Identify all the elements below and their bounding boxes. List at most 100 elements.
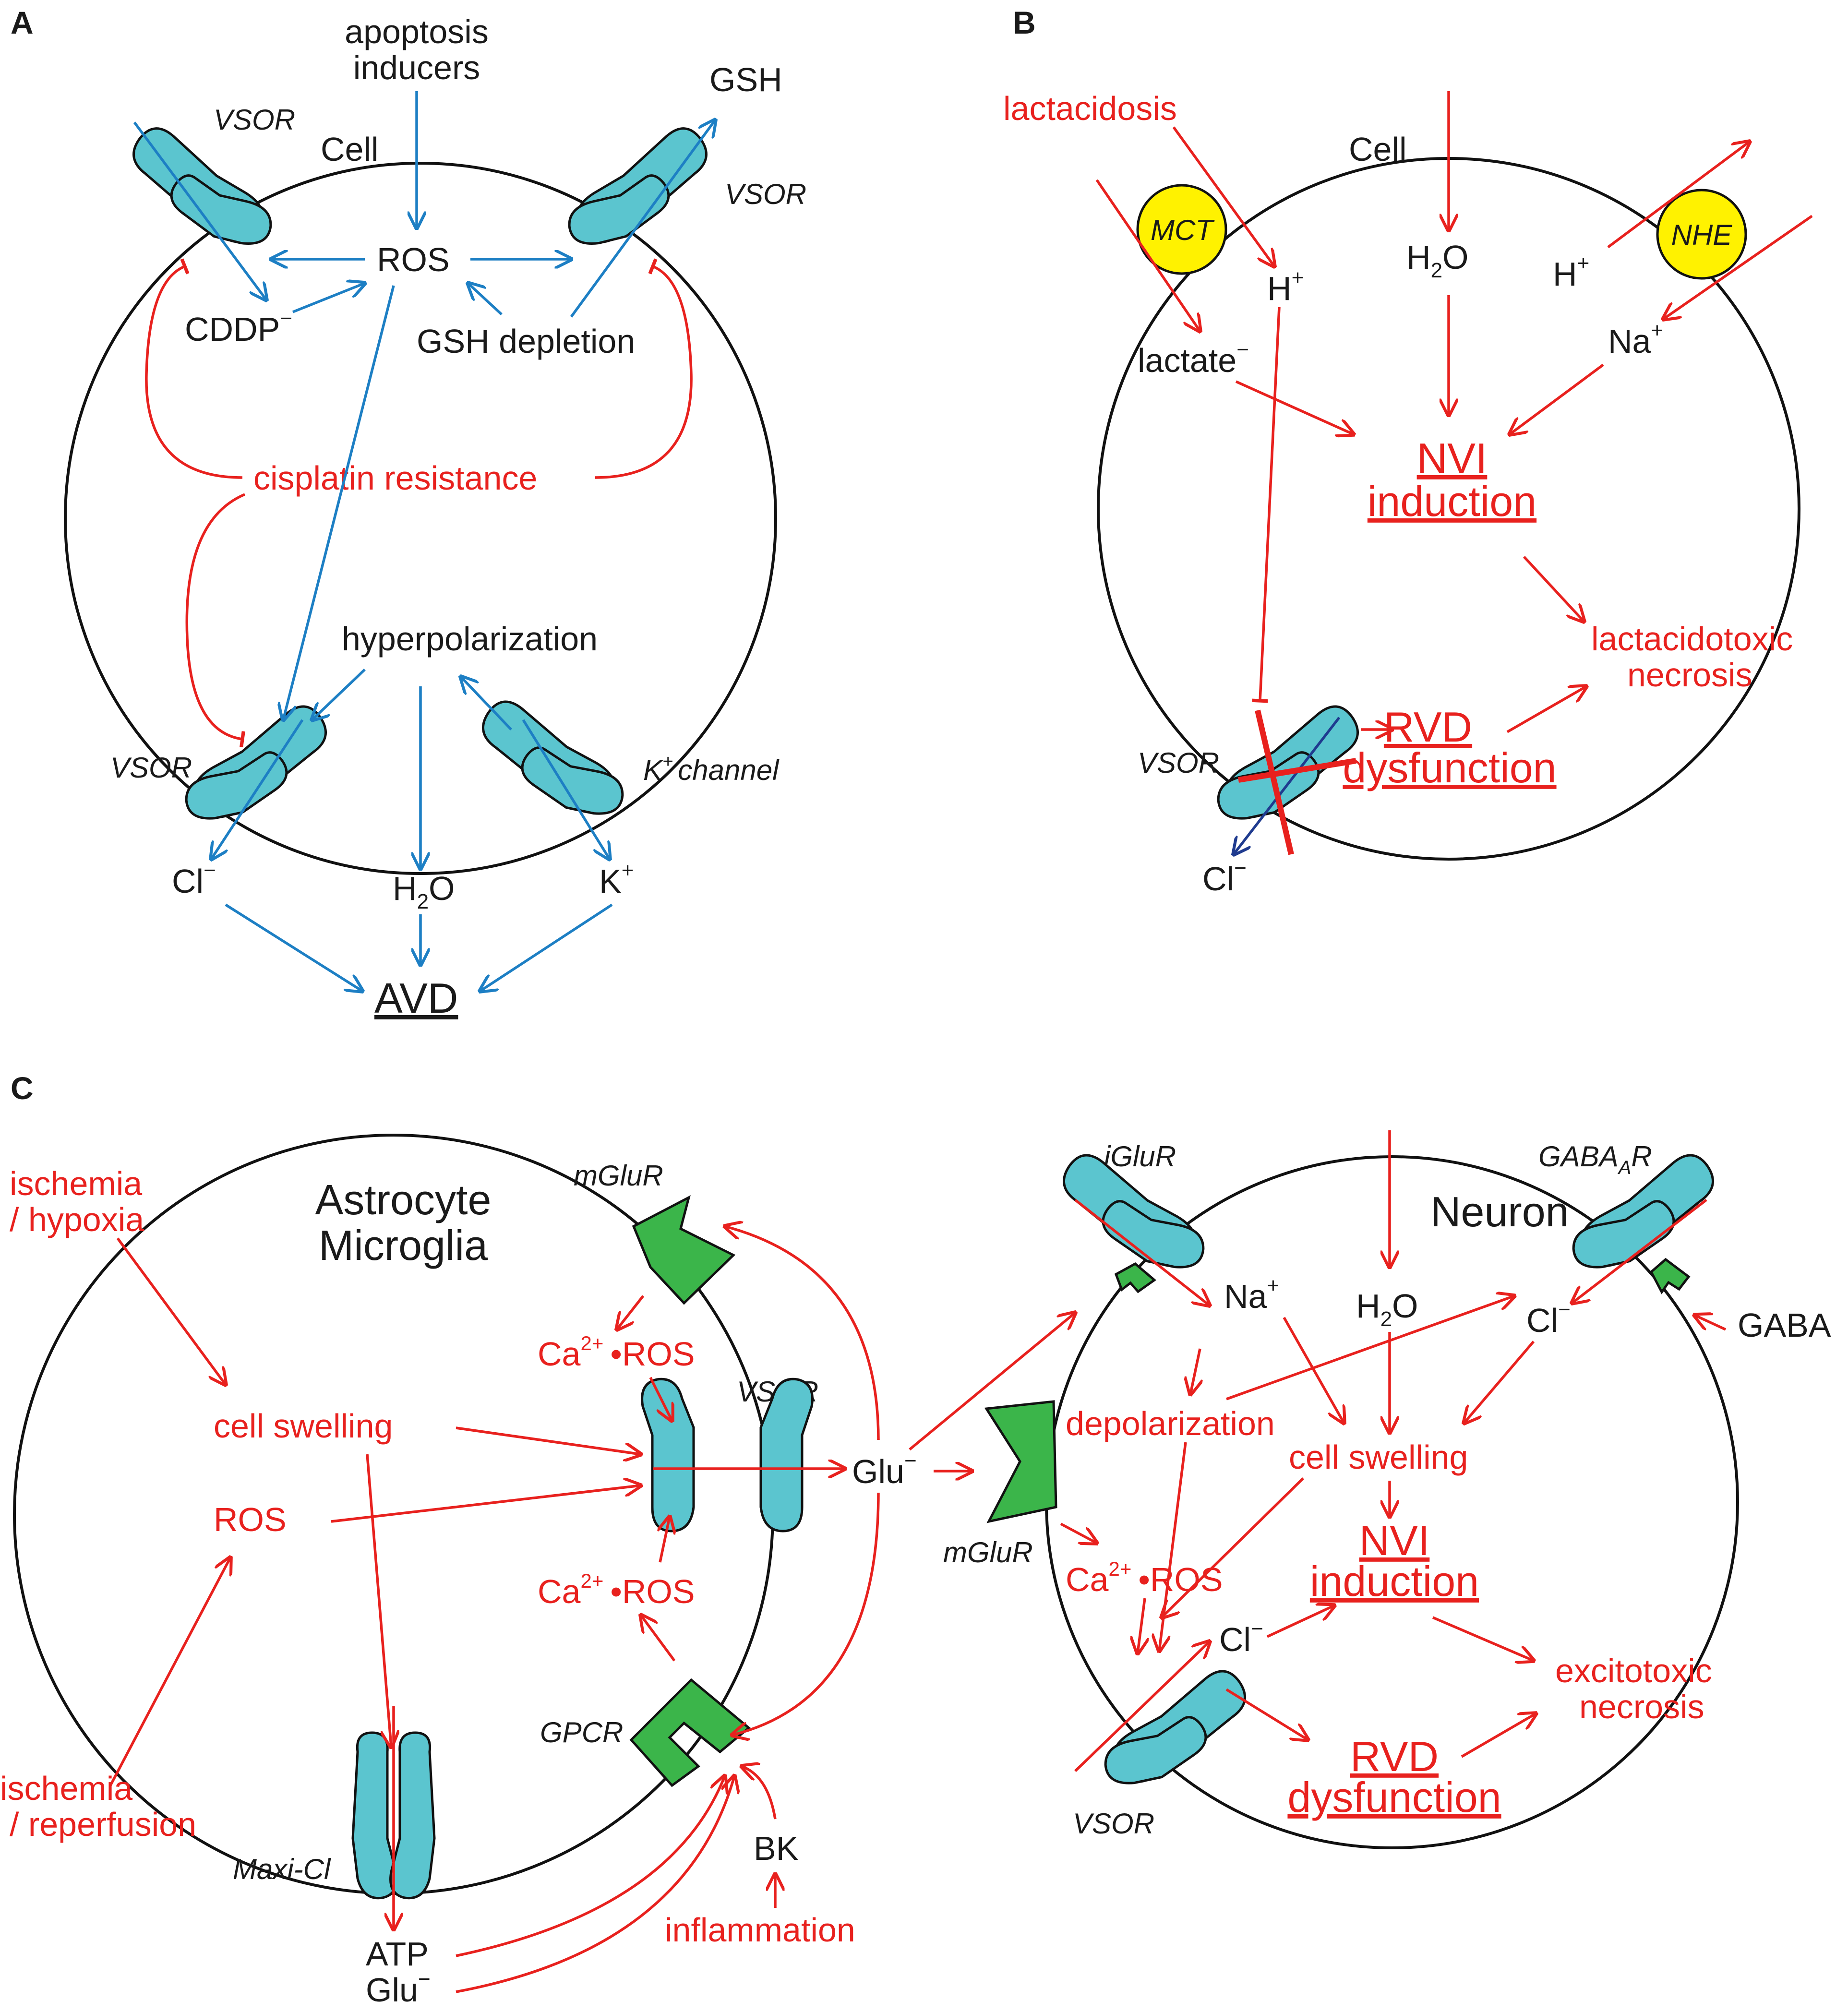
panel-a-gsh-label: GSH	[709, 61, 782, 98]
panel-b-arrow-rvd-necrosis	[1506, 686, 1586, 733]
panel-b-arrow-lactacidosis-h	[1172, 126, 1274, 266]
panel-b-mct-label: MCT	[1151, 214, 1215, 246]
panel-c-depolarization-label: depolarization	[1066, 1405, 1275, 1442]
panel-c-iglur-binding-site	[1114, 1262, 1157, 1293]
panel-a-arrow-hyperpol-vsor	[312, 669, 366, 720]
panel-c-cell-swelling-neuron: cell swelling	[1289, 1438, 1468, 1476]
panel-a-cell-membrane	[64, 162, 777, 875]
panel-a-cell-label: Cell	[321, 131, 379, 168]
panel-c-iglur-label: iGluR	[1104, 1140, 1176, 1173]
panel-a-inhibit-vsor-bottom-left	[185, 493, 246, 747]
panel-b-nvi-line2: induction	[1368, 478, 1536, 525]
panel-a-vsor-label-top-left: VSOR	[214, 104, 295, 136]
panel-c-ischemia-reperfusion-line1: ischemia	[0, 1770, 132, 1807]
panel-a-arrow-k-efflux	[522, 719, 610, 859]
panel-c-gpcr-label: GPCR	[540, 1716, 623, 1749]
panel-b-nvi-line1: NVI	[1417, 434, 1488, 482]
panel-c-arrow-ca-vsor-lower	[660, 1517, 670, 1563]
panel-a-cisplatin-resistance-label: cisplatin resistance	[253, 459, 537, 497]
panel-c-mglur-astro	[632, 1195, 736, 1305]
panel-a-apoptosis-inducers-line1: apoptosis	[345, 13, 489, 50]
panel-c-na-label: Na+	[1224, 1274, 1279, 1315]
panel-c-arrow-na-swelling	[1283, 1317, 1344, 1423]
panel-c-mglur-label-neuron: mGluR	[943, 1536, 1033, 1569]
panel-b: B lactacidosis Cell MCT NHE H+ H2O H+ la…	[1003, 5, 1813, 898]
panel-b-arrow-na-nvi	[1510, 363, 1604, 434]
panel-a-avd-label: AVD	[374, 974, 458, 1022]
panel-c-ca-ros-neuron: Ca2+•ROS	[1066, 1557, 1223, 1598]
panel-c-ca-ros-upper: Ca2+•ROS	[538, 1332, 695, 1373]
panel-c-arrow-glu-gpcr-bottom	[456, 1776, 734, 1993]
panel-c-ischemia-hypoxia-line2: / hypoxia	[10, 1201, 144, 1238]
panel-c-ca-ros-lower: Ca2+•ROS	[538, 1569, 695, 1610]
panel-c-vsor-channel-astro	[641, 1377, 814, 1533]
panel-c-arrow-glu-gpcr	[732, 1492, 880, 1735]
panel-a-arrow-gsh-efflux	[570, 120, 715, 318]
panel-c-mglur-label-astro: mGluR	[574, 1160, 663, 1192]
panel-c-arrow-bk-gpcr	[742, 1766, 777, 1820]
panel-c-ischemia-reperfusion-line2: / reperfusion	[10, 1806, 196, 1843]
panel-c-cell-swelling-astro: cell swelling	[214, 1407, 393, 1445]
panel-c-arrow-na-depol	[1190, 1348, 1200, 1394]
panel-c-bk-label: BK	[754, 1830, 798, 1867]
panel-b-nhe-label: NHE	[1671, 219, 1733, 251]
panel-c-ischemia-hypoxia-line1: ischemia	[10, 1165, 142, 1202]
panel-a-k-channel	[474, 676, 631, 843]
panel-c-arrow-cl-nvi	[1266, 1605, 1334, 1638]
panel-c-arrow-swelling-vsor-neuron	[1162, 1477, 1304, 1617]
panel-c-arrow-ca-vsor-neuron	[1138, 1598, 1145, 1653]
panel-c-mglur-neuron	[984, 1400, 1057, 1523]
panel-c-arrow-reperfusion-ros	[109, 1557, 230, 1786]
panel-c-inflammation-label: inflammation	[665, 1911, 855, 1949]
panel-a-arrow-cddp-entry	[133, 121, 266, 300]
panel-c-rvd-line2: dysfunction	[1287, 1773, 1501, 1821]
panel-c-atp-label: ATP	[366, 1935, 429, 1973]
panel-c-arrow-swelling-maxi-cl	[366, 1454, 391, 1747]
panel-c-arrow-rvd-necrosis	[1461, 1713, 1536, 1758]
panel-b-inhibit-h-vsor	[1252, 307, 1281, 703]
panel-c-neuron-label: Neuron	[1430, 1188, 1569, 1235]
panel-c-arrow-vsor-cl	[1074, 1641, 1210, 1772]
panel-a: A Cell apoptosis inducers GSH ROS CDDP− …	[11, 5, 806, 1022]
panel-a-arrow-cddp-ros	[292, 283, 365, 313]
panel-c-arrow-glu-mglur-astro	[725, 1226, 880, 1440]
panel-b-rvd-line2: dysfunction	[1343, 744, 1556, 791]
panel-c-ros-astro: ROS	[214, 1501, 287, 1538]
panel-c-gabaar-binding-site	[1649, 1258, 1691, 1294]
panel-a-ros-label: ROS	[377, 241, 450, 278]
panel-b-necrosis-line2: necrosis	[1627, 656, 1752, 694]
panel-c-arrow-depol-cl-gaba	[1226, 1296, 1514, 1401]
panel-b-arrow-nvi-necrosis	[1523, 556, 1584, 622]
panel-a-inhibit-vsor-top-left	[145, 258, 243, 479]
panel-b-cl-label: Cl−	[1202, 856, 1247, 898]
panel-c-glu-released: Glu−	[852, 1449, 917, 1490]
panel-a-arrow-k-avd	[480, 903, 613, 991]
panel-b-vsor-label: VSOR	[1138, 747, 1219, 779]
panel-c-astrocyte-line2: Microglia	[319, 1222, 488, 1269]
panel-a-arrow-gshdep-ros	[468, 283, 503, 316]
panel-a-vsor-label-bottom-left: VSOR	[110, 752, 192, 784]
panel-b-h-label-left: H+	[1267, 266, 1304, 307]
panel-b-h-label-right: H+	[1553, 252, 1589, 293]
panel-a-gsh-depletion-label: GSH depletion	[417, 323, 635, 360]
panel-b-arrow-cl-efflux-blocked	[1234, 717, 1341, 854]
panel-b-letter: B	[1013, 5, 1036, 40]
panel-a-hyperpolarization-label: hyperpolarization	[342, 620, 598, 658]
panel-a-arrow-cl-efflux	[211, 719, 304, 859]
panel-c-gaba-label: GABA	[1738, 1306, 1831, 1344]
panel-c-letter: C	[11, 1070, 34, 1106]
panel-a-inhibit-vsor-top-right	[595, 258, 693, 479]
panel-c-h2o-label: H2O	[1356, 1287, 1418, 1331]
panel-c-arrow-vsor-rvd	[1225, 1688, 1308, 1740]
panel-c-arrow-cl-entry-gaba	[1572, 1198, 1707, 1303]
panel-b-arrow-h-efflux	[1607, 142, 1750, 249]
panel-c-astrocyte-line1: Astrocyte	[315, 1176, 492, 1223]
panel-b-rvd-line1: RVD	[1384, 703, 1472, 751]
panel-a-letter: A	[11, 5, 34, 40]
panel-c-vsor-label-neuron: VSOR	[1073, 1808, 1154, 1840]
panel-b-arrow-na-entry	[1663, 215, 1813, 319]
panel-c: C ischemia / hypoxia Astrocyte Microglia…	[0, 1070, 1831, 2009]
panel-b-h2o-label: H2O	[1406, 239, 1469, 282]
panel-a-cddp-label: CDDP−	[185, 307, 292, 348]
